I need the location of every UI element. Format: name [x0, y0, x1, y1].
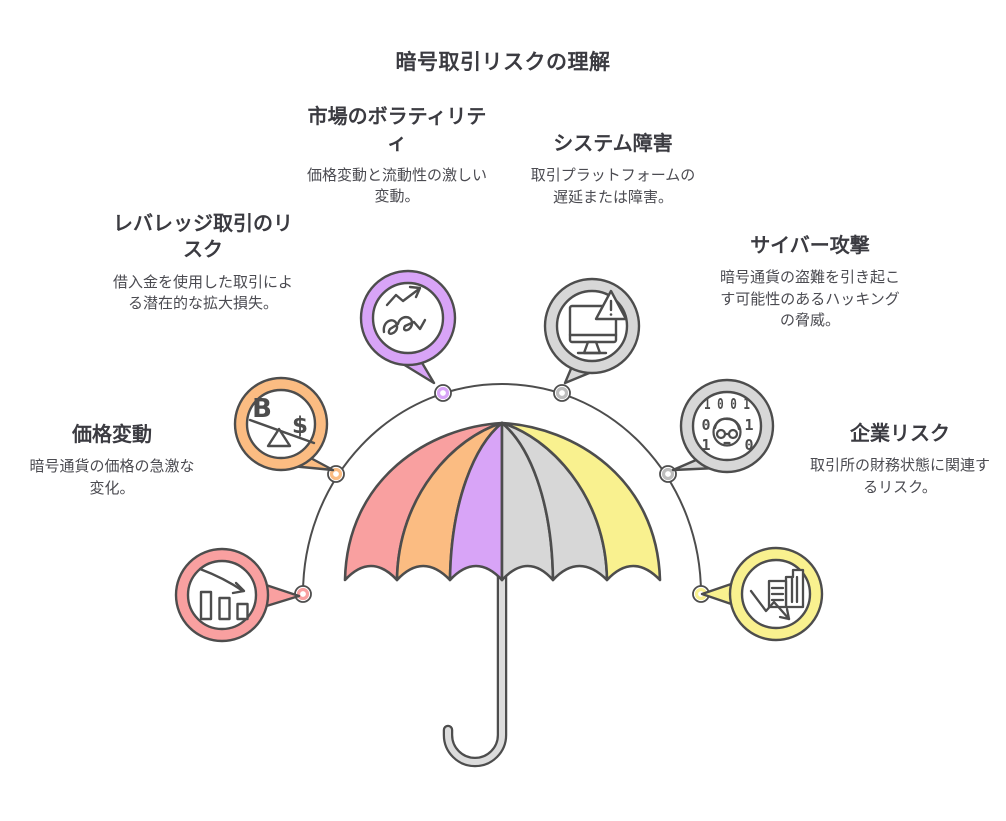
risk-title: サイバー攻撃 [750, 233, 870, 257]
risk-block-cyber-attack: サイバー攻撃 暗号通貨の盗難を引き起こす可能性のあるハッキングの脅威。 [714, 232, 906, 331]
bitcoin-glyph: B [252, 394, 272, 424]
declining-bars-icon [198, 567, 249, 621]
risk-block-system-failure: システム障害 取引プラットフォームの遅延または障害。 [527, 130, 699, 208]
monitor-warning-icon [568, 289, 628, 355]
risk-title: 市場のボラティリティ [307, 104, 487, 155]
binary-digit: 0 [744, 436, 753, 454]
umbrella-handle [442, 560, 508, 768]
bubble-price-volatility [174, 547, 301, 643]
risk-block-price-volatility: 価格変動 暗号通貨の価格の急激な変化。 [26, 421, 198, 499]
canopy-panel [448, 421, 504, 582]
bubble-cyber-attack: 1 0 0 1 0 1 1 0 [671, 378, 775, 474]
connector-dots [294, 384, 710, 603]
binary-digit: 1 [744, 416, 753, 434]
binary-row: 1 0 0 1 [704, 395, 750, 413]
risk-title: レバレッジ取引のリスク [113, 211, 293, 262]
volatility-chart-icon [382, 285, 427, 335]
risk-block-corporate-risk: 企業リスク 取引所の財務状態に関連するリスク。 [806, 420, 994, 498]
risk-description: 暗号通貨の価格の急激な変化。 [29, 457, 195, 497]
hacker-binary-icon: 1 0 0 1 0 1 1 0 [701, 395, 753, 454]
risk-title: 価格変動 [72, 422, 152, 446]
risk-description: 取引所の財務状態に関連するリスク。 [809, 456, 990, 496]
umbrella [343, 421, 662, 582]
binary-digit: 0 [701, 416, 710, 434]
connector-dot [659, 465, 677, 483]
binary-digit: 1 [701, 436, 710, 454]
building-decline-icon [749, 568, 805, 621]
risk-title: システム障害 [553, 131, 673, 155]
bubble-corporate-risk [700, 546, 824, 642]
dollar-glyph: $ [292, 413, 308, 439]
risk-block-leverage-trading: レバレッジ取引のリスク 借入金を使用した取引による潜在的な拡大損失。 [106, 210, 300, 314]
bubble-market-volatility [359, 269, 457, 385]
risk-description: 暗号通貨の盗難を引き起こす可能性のあるハッキングの脅威。 [719, 268, 900, 329]
risk-description: 価格変動と流動性の激しい変動。 [306, 165, 487, 206]
risk-description: 取引プラットフォームの遅延または障害。 [530, 166, 696, 206]
bitcoin-dollar-seesaw-icon: B $ [248, 394, 316, 448]
bubble-system-failure [543, 277, 641, 385]
connector-dot [434, 384, 452, 402]
canopy-panel [500, 421, 662, 582]
connector-dot [294, 585, 312, 603]
risk-title: 企業リスク [850, 421, 950, 445]
connector-arc [302, 383, 702, 595]
connector-dot [553, 384, 571, 402]
bubble-leverage-trading: B $ [233, 376, 335, 472]
page-title: 暗号取引リスクの理解 [395, 50, 611, 74]
risk-description: 借入金を使用した取引による潜在的な拡大損失。 [112, 272, 293, 313]
risk-block-market-volatility: 市場のボラティリティ 価格変動と流動性の激しい変動。 [302, 103, 492, 207]
